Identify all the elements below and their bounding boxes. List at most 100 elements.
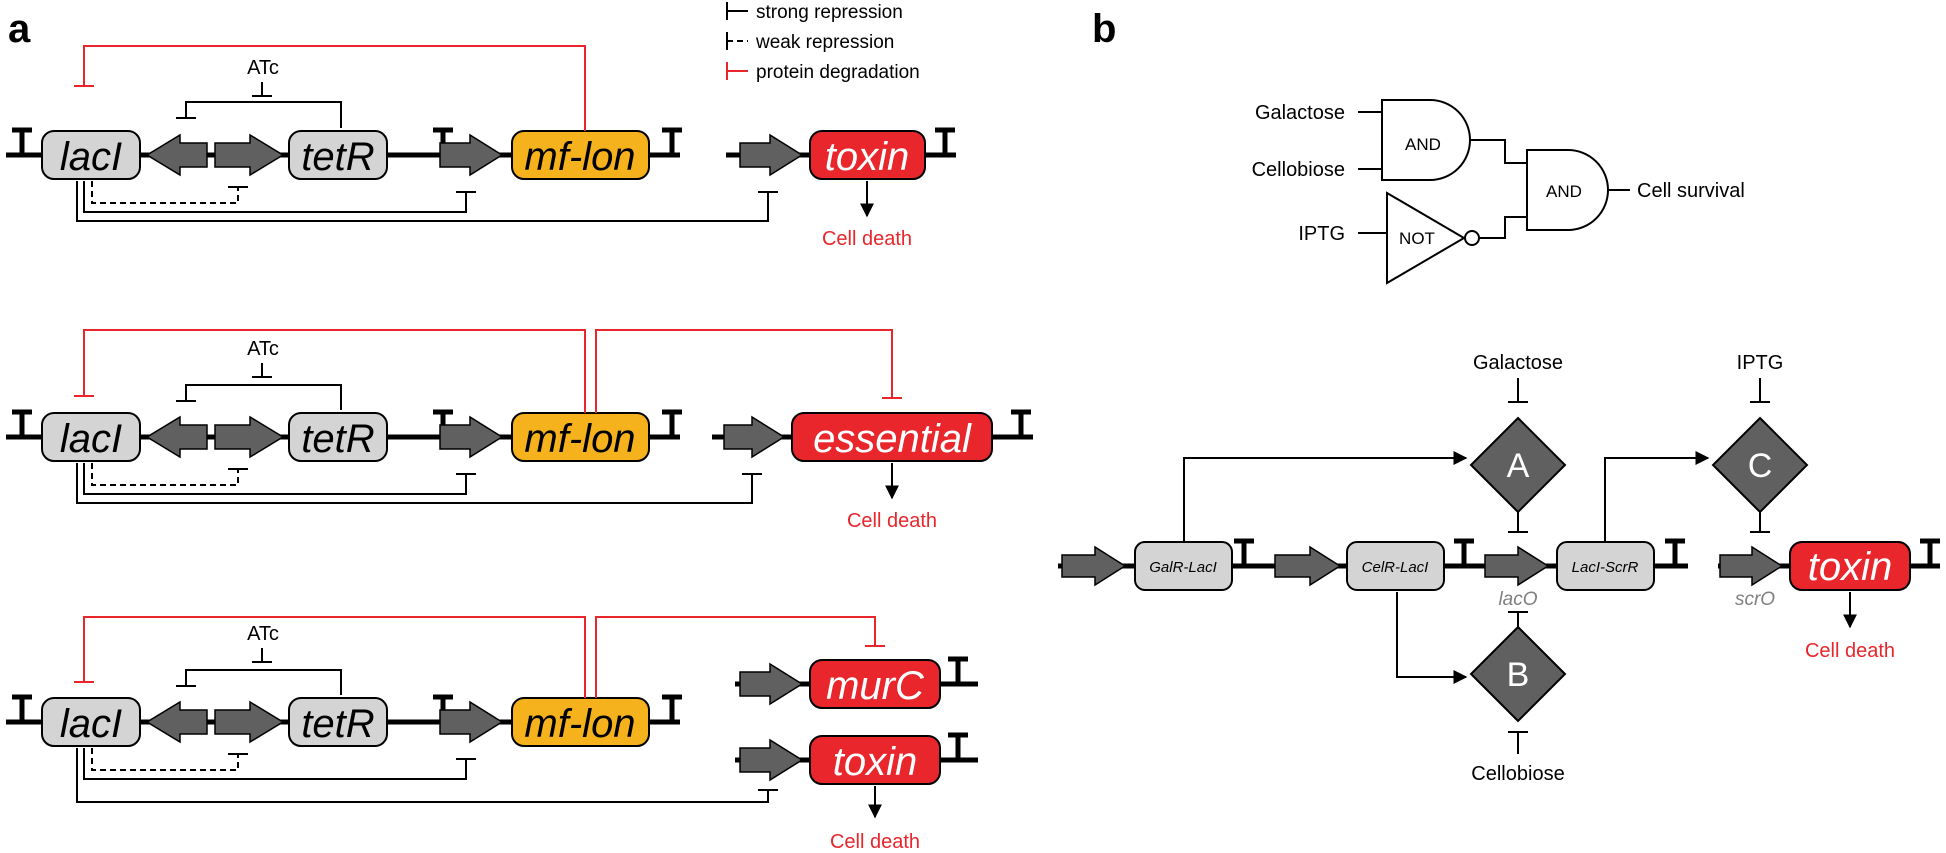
row2-weak-repression (91, 463, 239, 486)
galr-to-a-arrow (1183, 451, 1468, 542)
row1-tetr-box (288, 130, 388, 180)
and-gate-1 (1381, 99, 1471, 181)
galr-laci-label: GalR-LacI (1149, 559, 1217, 576)
row3-tetr-label: tetR (301, 702, 374, 746)
legend-strong-repression-symbol (726, 2, 748, 20)
b-promoter-arrow (1719, 545, 1784, 587)
row3-cell-death: Cell death (830, 831, 920, 853)
row3-promoter-arrow (439, 700, 504, 744)
row2-laci-label: lacI (60, 417, 122, 461)
row3-mflon-box (511, 697, 650, 747)
and-gate-1-label: AND (1405, 135, 1441, 154)
node-c-label: C (1748, 447, 1773, 485)
celr-laci-label: CelR-LacI (1362, 559, 1429, 576)
row2-mflon-box (511, 412, 650, 462)
row1-cell-death: Cell death (822, 228, 912, 250)
row3-toxin-label: toxin (833, 740, 918, 784)
row2-essential-box (791, 412, 993, 462)
row3-laci-box (41, 697, 141, 747)
not-bubble (1464, 230, 1480, 246)
row1-toxin-box (809, 130, 926, 180)
logic-input-cellobiose: Cellobiose (1252, 159, 1345, 181)
circuit-b: GalR-LacI CelR-LacI LacI-ScrR toxin A B … (1058, 352, 1940, 785)
b-cellobiose-label: Cellobiose (1471, 763, 1564, 785)
logic-output: Cell survival (1637, 180, 1745, 202)
row3-circuit: lacI tetR mf-lon murC toxin (6, 616, 978, 853)
scro-label: scrO (1735, 589, 1775, 610)
row3-laci-repression-toxin (76, 748, 769, 803)
b-cell-death: Cell death (1805, 640, 1895, 662)
row3-promoter-arrow (739, 738, 804, 782)
row2-laci-repression-essential (76, 463, 753, 504)
b-promoter-arrow (1061, 545, 1127, 587)
legend-degradation-symbol (726, 62, 748, 80)
node-a-label: A (1507, 447, 1530, 485)
logic-input-iptg: IPTG (1298, 223, 1345, 245)
laci-scrr-to-c-arrow (1604, 451, 1710, 542)
row3-promoter-arrow (145, 700, 208, 744)
row1-circuit: lacI tetR mf-lon toxin ATc Cell death (6, 45, 956, 250)
row1-promoter-arrow (739, 133, 804, 177)
laci-scrr-label: LacI-ScrR (1572, 559, 1639, 576)
row2-promoter-arrow (214, 415, 285, 459)
row2-tetr-label: tetR (301, 417, 374, 461)
row2-cell-death: Cell death (847, 510, 937, 532)
row3-murc-label: murC (826, 664, 925, 708)
and-gate-2-label: AND (1546, 182, 1582, 201)
not-gate (1386, 191, 1466, 285)
row1-tetr-label: tetR (301, 135, 374, 179)
row3-promoter-arrow (739, 662, 804, 706)
row3-laci-repression-mflon (83, 748, 467, 780)
row3-toxin-box (809, 735, 941, 785)
logic-diagram (1358, 99, 1630, 285)
row1-mflon-box (511, 130, 650, 180)
node-b-label: B (1507, 656, 1530, 694)
row2-atc-label: ATc (247, 338, 279, 360)
row2-laci-repression-mflon (83, 463, 467, 495)
row1-laci-repression-toxin (76, 181, 769, 222)
panel-a-letter: a (8, 7, 31, 51)
b-iptg-label: IPTG (1737, 352, 1784, 374)
row2-promoter-arrow (145, 415, 208, 459)
b-toxin-label: toxin (1808, 545, 1893, 589)
row3-tetr-repression (185, 669, 342, 695)
row3-degradation-line (83, 616, 586, 698)
legend (726, 2, 748, 80)
row2-degradation-essential (595, 329, 893, 413)
legend-weak-repression-symbol (726, 32, 748, 50)
row2-promoter-arrow (439, 415, 504, 459)
row2-circuit: lacI tetR mf-lon essential ATc (6, 329, 1033, 532)
logic-input-galactose: Galactose (1255, 102, 1345, 124)
row1-laci-label: lacI (60, 135, 122, 179)
row1-toxin-label: toxin (825, 135, 910, 179)
row3-atc-label: ATc (247, 623, 279, 645)
row2-mflon-label: mf-lon (524, 417, 635, 461)
panel-b-letter: b (1092, 7, 1116, 51)
row3-promoter-arrow (214, 700, 285, 744)
row1-tetr-repression (185, 101, 342, 128)
row3-laci-label: lacI (60, 702, 122, 746)
legend-degradation-label: protein degradation (756, 62, 920, 83)
b-promoter-arrow (1484, 545, 1550, 587)
row1-atc-label: ATc (247, 57, 279, 79)
row1-laci-box (41, 130, 141, 180)
node-b-diamond (1469, 625, 1567, 723)
row2-tetr-repression (185, 384, 342, 410)
celr-laci-box (1346, 541, 1445, 591)
legend-strong-label: strong repression (756, 2, 903, 23)
not-gate-label: NOT (1399, 229, 1435, 248)
row2-promoter-arrow (723, 415, 786, 459)
and-gate-2 (1526, 149, 1609, 231)
laco-label: lacO (1498, 589, 1537, 610)
row1-promoter-arrow (214, 133, 285, 177)
b-galactose-label: Galactose (1473, 352, 1563, 374)
row3-weak-repression (91, 748, 239, 771)
legend-weak-label: weak repression (755, 32, 894, 53)
row3-tetr-box (288, 697, 388, 747)
row1-promoter-arrow (439, 133, 504, 177)
row1-promoter-arrow (145, 133, 208, 177)
celr-to-b-arrow (1396, 592, 1468, 684)
row3-degradation-murc (595, 616, 876, 698)
row2-laci-box (41, 412, 141, 462)
